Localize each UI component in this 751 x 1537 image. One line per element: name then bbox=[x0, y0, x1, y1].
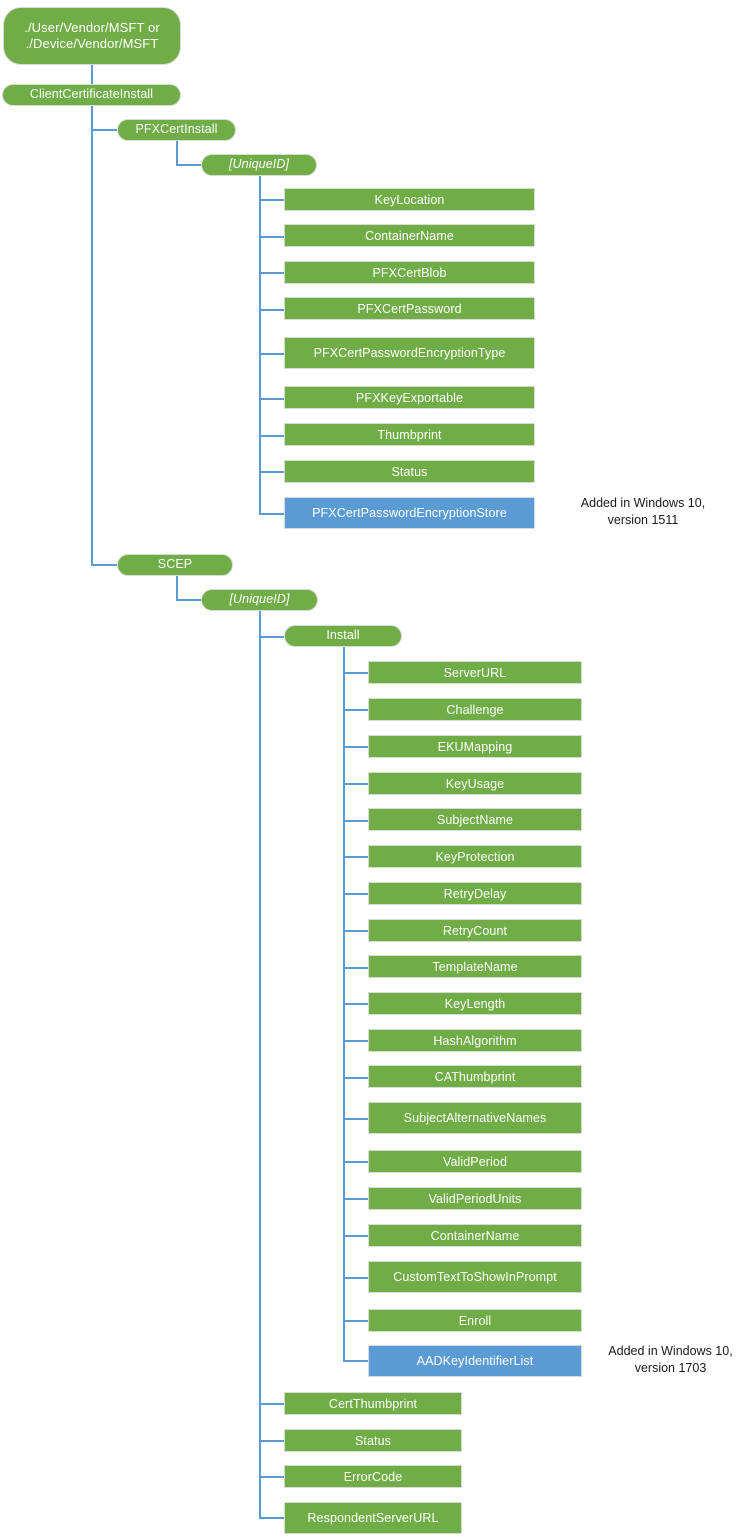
node-cert-thumbprint[interactable]: CertThumbprint bbox=[284, 1392, 462, 1415]
connector-scep-uniqueid-trunk bbox=[259, 611, 261, 1518]
node-status-pfx[interactable]: Status bbox=[284, 460, 535, 483]
node-container-name[interactable]: ContainerName bbox=[284, 224, 535, 247]
connector-install-leaf-1 bbox=[343, 672, 368, 674]
node-root[interactable]: ./User/Vendor/MSFT or ./Device/Vendor/MS… bbox=[3, 7, 181, 65]
connector-pfx-leaf-5 bbox=[259, 353, 284, 355]
connector-scep-to-install bbox=[259, 636, 284, 638]
connector-scep-leaf-3 bbox=[259, 1476, 284, 1478]
node-pfx-cert-install[interactable]: PFXCertInstall bbox=[117, 119, 236, 141]
node-pfx-cert-password-encryption-store[interactable]: PFXCertPasswordEncryptionStore bbox=[284, 497, 535, 529]
node-container-name-scep[interactable]: ContainerName bbox=[368, 1224, 582, 1247]
connector-pfx-leaf-2 bbox=[259, 236, 284, 238]
connector-trunk-to-scep bbox=[91, 564, 117, 566]
connector-install-leaf-13 bbox=[343, 1118, 368, 1120]
node-thumbprint[interactable]: Thumbprint bbox=[284, 423, 535, 446]
connector-pfx-leaf-9 bbox=[259, 513, 284, 515]
connector-pfx-leaf-1 bbox=[259, 199, 284, 201]
connector-pfxcertinstall-vert bbox=[176, 140, 178, 165]
node-ca-thumbprint[interactable]: CAThumbprint bbox=[368, 1065, 582, 1088]
connector-scep-vert bbox=[176, 576, 178, 601]
node-valid-period[interactable]: ValidPeriod bbox=[368, 1150, 582, 1173]
annotation-pfx-added-version: Added in Windows 10, version 1511 bbox=[580, 496, 706, 527]
connector-install-leaf-17 bbox=[343, 1277, 368, 1279]
node-pfx-key-exportable[interactable]: PFXKeyExportable bbox=[284, 386, 535, 409]
connector-pfx-leaf-8 bbox=[259, 471, 284, 473]
node-challenge[interactable]: Challenge bbox=[368, 698, 582, 721]
node-retry-delay[interactable]: RetryDelay bbox=[368, 882, 582, 905]
connector-install-leaf-8 bbox=[343, 930, 368, 932]
node-key-length[interactable]: KeyLength bbox=[368, 992, 582, 1015]
node-key-protection[interactable]: KeyProtection bbox=[368, 845, 582, 868]
connector-install-leaf-7 bbox=[343, 893, 368, 895]
connector-install-leaf-16 bbox=[343, 1235, 368, 1237]
node-valid-period-units[interactable]: ValidPeriodUnits bbox=[368, 1187, 582, 1210]
connector-pfx-leaf-7 bbox=[259, 435, 284, 437]
node-status-scep[interactable]: Status bbox=[284, 1429, 462, 1452]
connector-scep-leaf-2 bbox=[259, 1440, 284, 1442]
connector-install-leaf-19 bbox=[343, 1360, 368, 1362]
connector-scep-leaf-1 bbox=[259, 1403, 284, 1405]
connector-pfx-leaf-6 bbox=[259, 398, 284, 400]
connector-pfx-leaf-4 bbox=[259, 309, 284, 311]
node-eku-mapping[interactable]: EKUMapping bbox=[368, 735, 582, 758]
connector-pfx-leaf-3 bbox=[259, 272, 284, 274]
node-key-usage[interactable]: KeyUsage bbox=[368, 772, 582, 795]
connector-install-leaf-3 bbox=[343, 746, 368, 748]
connector-pfx-uniqueid-trunk bbox=[259, 175, 261, 514]
node-error-code[interactable]: ErrorCode bbox=[284, 1465, 462, 1488]
node-subject-name[interactable]: SubjectName bbox=[368, 808, 582, 831]
connector-root-to-level1 bbox=[91, 65, 93, 84]
connector-pfxcertinstall-to-uniqueid bbox=[176, 164, 201, 166]
connector-level1-trunk bbox=[91, 105, 93, 565]
node-key-location[interactable]: KeyLocation bbox=[284, 188, 535, 211]
connector-install-leaf-12 bbox=[343, 1077, 368, 1079]
annotation-scep-added-version: Added in Windows 10, version 1703 bbox=[608, 1344, 733, 1375]
connector-install-leaf-5 bbox=[343, 820, 368, 822]
node-client-certificate-install[interactable]: ClientCertificateInstall bbox=[2, 84, 181, 106]
connector-scep-leaf-4 bbox=[259, 1517, 284, 1519]
node-scep-unique-id[interactable]: [UniqueID] bbox=[201, 589, 318, 611]
connector-install-leaf-6 bbox=[343, 856, 368, 858]
node-subject-alternative-names[interactable]: SubjectAlternativeNames bbox=[368, 1102, 582, 1134]
connector-install-leaf-15 bbox=[343, 1198, 368, 1200]
connector-install-leaf-14 bbox=[343, 1161, 368, 1163]
connector-install-leaf-2 bbox=[343, 709, 368, 711]
node-respondent-server-url[interactable]: RespondentServerURL bbox=[284, 1502, 462, 1534]
node-pfx-cert-password[interactable]: PFXCertPassword bbox=[284, 297, 535, 320]
connector-trunk-to-pfxcertinstall bbox=[91, 129, 117, 131]
node-pfx-cert-password-encryption-type[interactable]: PFXCertPasswordEncryptionType bbox=[284, 337, 535, 369]
connector-install-leaf-18 bbox=[343, 1320, 368, 1322]
node-pfx-cert-blob[interactable]: PFXCertBlob bbox=[284, 261, 535, 284]
node-aad-key-identifier-list[interactable]: AADKeyIdentifierList bbox=[368, 1345, 582, 1377]
node-template-name[interactable]: TemplateName bbox=[368, 955, 582, 978]
node-server-url[interactable]: ServerURL bbox=[368, 661, 582, 684]
connector-scep-to-uniqueid bbox=[176, 599, 201, 601]
connector-install-leaf-10 bbox=[343, 1003, 368, 1005]
node-pfx-unique-id[interactable]: [UniqueID] bbox=[201, 154, 317, 176]
connector-install-leaf-9 bbox=[343, 967, 368, 969]
node-hash-algorithm[interactable]: HashAlgorithm bbox=[368, 1029, 582, 1052]
node-custom-text-to-show-in-prompt[interactable]: CustomTextToShowInPrompt bbox=[368, 1261, 582, 1293]
connector-install-leaf-4 bbox=[343, 783, 368, 785]
connector-install-leaf-11 bbox=[343, 1040, 368, 1042]
node-enroll[interactable]: Enroll bbox=[368, 1309, 582, 1332]
node-install[interactable]: Install bbox=[284, 625, 402, 647]
node-scep[interactable]: SCEP bbox=[117, 554, 233, 576]
node-retry-count[interactable]: RetryCount bbox=[368, 919, 582, 942]
